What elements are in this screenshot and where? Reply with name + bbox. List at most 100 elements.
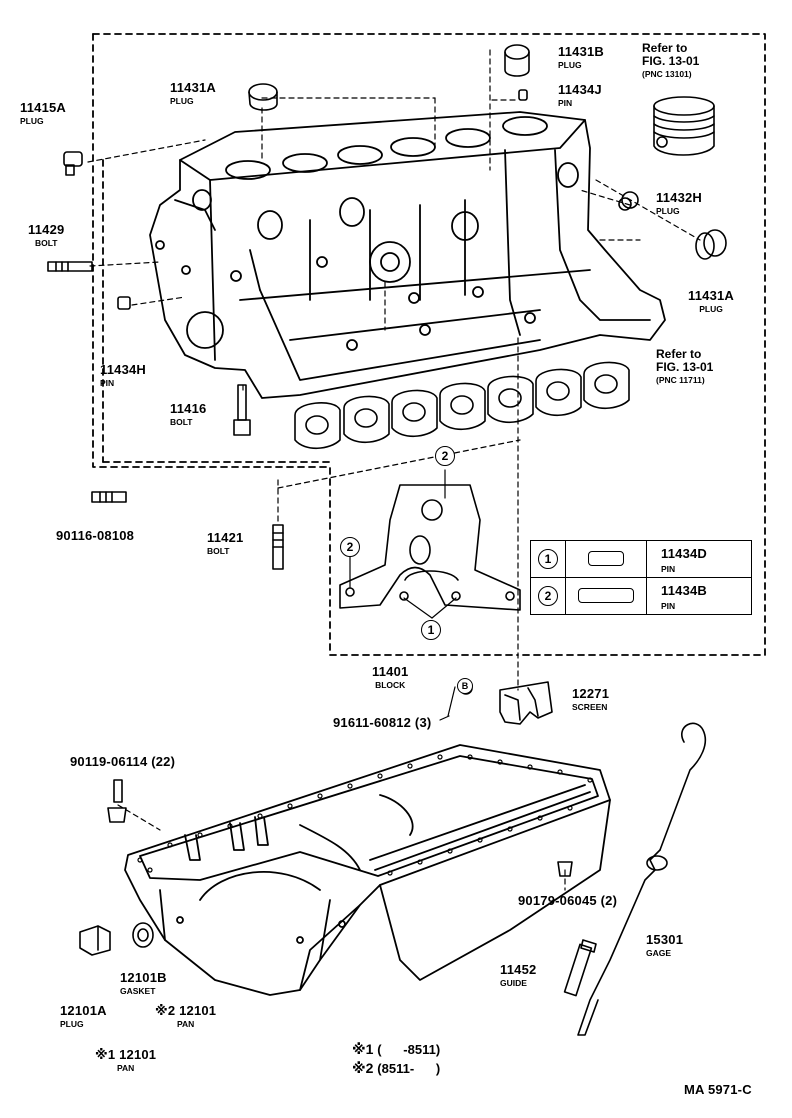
part-name: SCREEN bbox=[572, 702, 608, 712]
label-90116: 90116-08108 bbox=[56, 528, 134, 544]
plug-11431B bbox=[504, 44, 530, 77]
callout-1: 1 bbox=[421, 620, 441, 640]
legend-row: 2 11434B PIN bbox=[530, 577, 752, 615]
label-91611: 91611-60812 (3) bbox=[333, 715, 431, 731]
part-number: 11401 bbox=[372, 664, 409, 679]
part-name: PLUG bbox=[656, 206, 680, 216]
part-name: GASKET bbox=[120, 986, 156, 996]
long-pin-icon bbox=[578, 588, 634, 604]
label-12101B: 12101B GASKET bbox=[120, 970, 167, 996]
part-number: 90119-06114 (22) bbox=[70, 754, 176, 769]
ref-pnc: (PNC 11711) bbox=[656, 375, 705, 385]
part-name: PAN bbox=[116, 1063, 135, 1073]
label-11432H: 11432H PLUG bbox=[656, 190, 702, 216]
part-number: 11432H bbox=[656, 190, 703, 205]
part-number: 90116-08108 bbox=[56, 528, 135, 543]
part-name: PAN bbox=[176, 1019, 195, 1029]
callout-leaders bbox=[349, 469, 457, 721]
plug-11415A bbox=[63, 151, 83, 176]
reference-note-11711: Refer to FIG. 13-01 (PNC 11711) bbox=[656, 348, 713, 387]
footnote-range: (8511- ) bbox=[377, 1061, 441, 1076]
part-number: 11429 bbox=[28, 222, 65, 237]
bolt-marker-b: B bbox=[457, 678, 473, 694]
part-name: BOLT bbox=[207, 546, 230, 556]
label-11415A: 11415A PLUG bbox=[20, 100, 66, 126]
part-name: BOLT bbox=[170, 417, 193, 427]
label-12101A: 12101A PLUG bbox=[60, 1003, 107, 1029]
label-90119: 90119-06114 (22) bbox=[70, 754, 175, 770]
legend-part-name: PIN bbox=[661, 600, 676, 611]
legend-part-number: 11434B bbox=[661, 582, 708, 598]
part-name: PLUG bbox=[170, 96, 194, 106]
oil-pan-12101 bbox=[124, 744, 611, 996]
guide-11452 bbox=[563, 939, 597, 997]
label-11429: 11429 BOLT bbox=[28, 222, 64, 248]
label-12271: 12271 SCREEN bbox=[572, 686, 609, 712]
legend-part-name: PIN bbox=[661, 563, 676, 574]
plug-11432H bbox=[618, 191, 639, 211]
legend-number: 2 bbox=[538, 586, 558, 606]
short-pin-icon bbox=[588, 551, 624, 567]
label-11421: 11421 BOLT bbox=[207, 530, 243, 556]
cylinder-block bbox=[149, 111, 666, 399]
bolt-90179 bbox=[557, 861, 573, 877]
label-11431A-top: 11431A PLUG bbox=[170, 80, 216, 106]
reference-note-13101: Refer to FIG. 13-01 (PNC 13101) bbox=[642, 42, 699, 81]
ref-pnc: (PNC 13101) bbox=[642, 69, 692, 79]
pin-legend-table: 1 11434D PIN 2 11434B PIN bbox=[530, 540, 752, 615]
bolt-11429 bbox=[47, 261, 93, 272]
ref-line2: FIG. 13-01 bbox=[642, 54, 700, 68]
part-number: 91611-60812 (3) bbox=[333, 715, 432, 730]
label-11416: 11416 BOLT bbox=[170, 401, 206, 427]
footnote-k2: ※2 (8511- ) bbox=[352, 1060, 440, 1077]
ref-line1: Refer to bbox=[656, 347, 702, 361]
label-11431A-right: 11431A PLUG bbox=[688, 288, 734, 314]
callout-2-left: 2 bbox=[340, 537, 360, 557]
footnote-k1: ※1 ( -8511) bbox=[352, 1041, 440, 1058]
part-name: GAGE bbox=[646, 948, 672, 958]
bolt-90119 bbox=[107, 779, 127, 823]
plug-11431A-top bbox=[248, 83, 278, 111]
footnote-range: ( -8511) bbox=[377, 1042, 441, 1057]
label-12101-k2: ※2 12101 PAN bbox=[155, 1003, 216, 1029]
block-group-frame bbox=[92, 33, 766, 656]
part-number: 12271 bbox=[572, 686, 610, 701]
label-15301: 15301 GAGE bbox=[646, 932, 683, 958]
part-number: 11416 bbox=[170, 401, 207, 416]
piston-ref bbox=[653, 96, 715, 156]
part-number: 11452 bbox=[500, 962, 537, 977]
label-12101-k1: ※1 12101 PAN bbox=[95, 1047, 156, 1073]
label-90179: 90179-06045 (2) bbox=[518, 893, 617, 909]
bolt-11421 bbox=[272, 524, 284, 570]
oil-screen-12271 bbox=[499, 681, 553, 725]
part-name: PLUG bbox=[60, 1019, 84, 1029]
legend-number: 1 bbox=[538, 549, 558, 569]
part-number: 11421 bbox=[207, 530, 244, 545]
part-number: ※2 12101 bbox=[155, 1003, 217, 1018]
pan-flange-holes bbox=[137, 754, 593, 876]
label-11434J: 11434J PIN bbox=[558, 82, 602, 108]
part-number: 11415A bbox=[20, 100, 67, 115]
callout-2-top: 2 bbox=[435, 446, 455, 466]
part-number: 12101B bbox=[120, 970, 167, 985]
plug-11431A-right bbox=[695, 229, 727, 260]
legend-row: 1 11434D PIN bbox=[530, 540, 752, 578]
part-name: GUIDE bbox=[500, 978, 527, 988]
part-name: BOLT bbox=[34, 238, 58, 248]
pin-11434H bbox=[117, 296, 131, 310]
part-name: BLOCK bbox=[375, 680, 406, 690]
ref-line2: FIG. 13-01 bbox=[656, 360, 714, 374]
main-bearing-bridge bbox=[339, 484, 521, 611]
part-name: PLUG bbox=[699, 304, 723, 314]
legend-part-number: 11434D bbox=[661, 545, 708, 561]
part-number: 15301 bbox=[646, 932, 684, 947]
part-name: PIN bbox=[558, 98, 573, 108]
part-name: PIN bbox=[100, 378, 115, 388]
part-number: 11434J bbox=[558, 82, 602, 97]
ref-line1: Refer to bbox=[642, 41, 688, 55]
bolt-90116 bbox=[91, 491, 127, 503]
part-number: 11431A bbox=[170, 80, 217, 95]
footnote-mark: ※2 bbox=[352, 1060, 374, 1076]
bolt-11416 bbox=[233, 384, 251, 436]
